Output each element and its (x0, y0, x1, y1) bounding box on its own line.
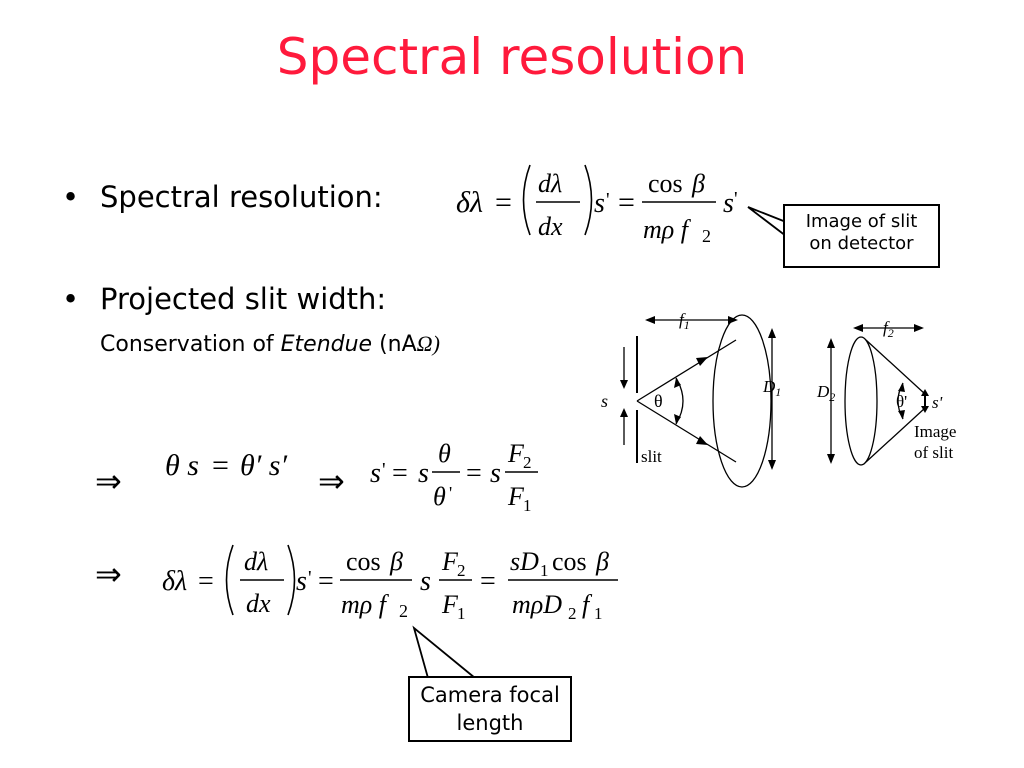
svg-text:δλ: δλ (162, 566, 187, 597)
bullet-dot: • (62, 282, 80, 316)
svg-text:=: = (495, 186, 512, 219)
slide-title: Spectral resolution (276, 28, 748, 86)
etendue-subline: Conservation of Etendue (nAΩ) (100, 331, 440, 357)
bullet-label: Projected slit width: (100, 282, 387, 316)
svg-text:': ' (606, 189, 610, 211)
svg-text:⇒: ⇒ (95, 556, 122, 592)
callout-line: Image of slit (805, 211, 918, 232)
svg-text:=: = (466, 458, 482, 489)
svg-text:dx: dx (246, 589, 271, 618)
svg-text:2: 2 (702, 226, 711, 246)
svg-text:θ: θ (433, 482, 446, 511)
bullet-dot: • (62, 180, 80, 214)
svg-text:F: F (441, 590, 459, 619)
subline-etendue: Etendue (280, 332, 373, 357)
svg-text:2: 2 (523, 453, 532, 472)
svg-text:mρ f: mρ f (643, 215, 692, 244)
label-d2: D2 (816, 382, 835, 404)
svg-text:mρ f: mρ f (341, 590, 390, 619)
svg-text:f: f (582, 590, 593, 619)
svg-text:=: = (392, 458, 408, 489)
svg-text:': ' (382, 459, 386, 481)
callout-line: on detector (809, 233, 914, 254)
subline-tail: Ω) (416, 331, 440, 356)
svg-text:=: = (212, 449, 229, 482)
svg-text:dλ: dλ (538, 169, 562, 198)
svg-text:θ′ s′: θ′ s′ (240, 449, 287, 482)
svg-text:δλ: δλ (456, 186, 483, 219)
svg-text:s: s (594, 188, 605, 219)
label-d1: D1 (762, 377, 781, 399)
svg-text:1: 1 (457, 604, 466, 623)
svg-text:β: β (691, 169, 705, 198)
equation-combined: ⇒ δλ = dλ dx s ' = cos β mρ f 2 s F 2 F … (95, 544, 618, 623)
svg-text:=: = (198, 566, 214, 597)
callout-camera-pointer (412, 625, 476, 679)
callout-camera-focal-length: Camera focal length (408, 676, 572, 742)
svg-text:s: s (723, 188, 734, 219)
subline-suffix: (nA (372, 332, 417, 357)
label-slit: slit (641, 447, 662, 466)
svg-text:β: β (595, 547, 609, 576)
svg-text:dλ: dλ (244, 547, 268, 576)
callout-image-of-slit: Image of slit on detector (783, 204, 940, 268)
svg-text:2: 2 (568, 604, 577, 623)
svg-text:mρD: mρD (512, 590, 562, 619)
label-image-line2: of slit (914, 443, 953, 462)
label-s: s (601, 391, 608, 411)
svg-text:θ s: θ s (165, 449, 199, 482)
svg-text:s: s (490, 458, 501, 489)
label-theta-prime: θ' (896, 392, 907, 411)
equation-spectral-resolution: δλ = dλ dx s ' = cos β mρ f 2 s ' (456, 164, 738, 246)
label-f2: f2 (883, 318, 894, 340)
svg-text:⇒: ⇒ (95, 463, 122, 499)
label-image-line1: Image (914, 422, 956, 441)
callout-line: Camera focal (420, 683, 560, 707)
svg-text:s: s (420, 566, 431, 597)
svg-text:β: β (389, 547, 403, 576)
svg-text:=: = (480, 566, 496, 597)
svg-text:cos: cos (346, 547, 381, 576)
svg-text:2: 2 (457, 561, 466, 580)
equation-etendue: ⇒ θ s = θ′ s′ ⇒ s ' = s θ θ ' = s F 2 F … (95, 439, 538, 515)
svg-text:F: F (441, 547, 459, 576)
label-s-prime: s' (932, 393, 943, 412)
svg-text:s: s (418, 458, 429, 489)
diagram-labels: f1 f2 D1 D2 s θ θ' s' slit Image of slit (601, 310, 956, 466)
svg-text:F: F (507, 439, 525, 468)
label-theta: θ (654, 391, 663, 411)
svg-text:': ' (449, 483, 452, 503)
optical-diagram (620, 314, 929, 488)
svg-text:2: 2 (399, 601, 408, 621)
svg-text:sD: sD (510, 547, 539, 576)
svg-text:': ' (308, 567, 312, 589)
bullet-spectral-resolution: • Spectral resolution: (62, 180, 383, 214)
svg-text:=: = (618, 186, 635, 219)
svg-text:F: F (507, 482, 525, 511)
svg-text:1: 1 (540, 561, 549, 580)
svg-text:=: = (318, 566, 334, 597)
svg-text:cos: cos (552, 547, 587, 576)
subline-prefix: Conservation of (100, 332, 281, 357)
svg-text:s: s (370, 458, 381, 489)
svg-text:θ: θ (438, 439, 451, 468)
callout-line: length (456, 711, 524, 735)
bullet-label: Spectral resolution: (100, 180, 383, 214)
svg-text:': ' (734, 188, 738, 210)
svg-text:1: 1 (523, 496, 532, 515)
svg-text:⇒: ⇒ (318, 463, 345, 499)
label-f1: f1 (679, 310, 690, 332)
svg-text:s: s (296, 566, 307, 597)
bullet-projected-slit-width: • Projected slit width: (62, 282, 387, 316)
svg-text:1: 1 (594, 604, 603, 623)
callout-slit-pointer (747, 206, 787, 237)
svg-text:cos: cos (648, 169, 683, 198)
svg-text:dx: dx (538, 212, 563, 241)
